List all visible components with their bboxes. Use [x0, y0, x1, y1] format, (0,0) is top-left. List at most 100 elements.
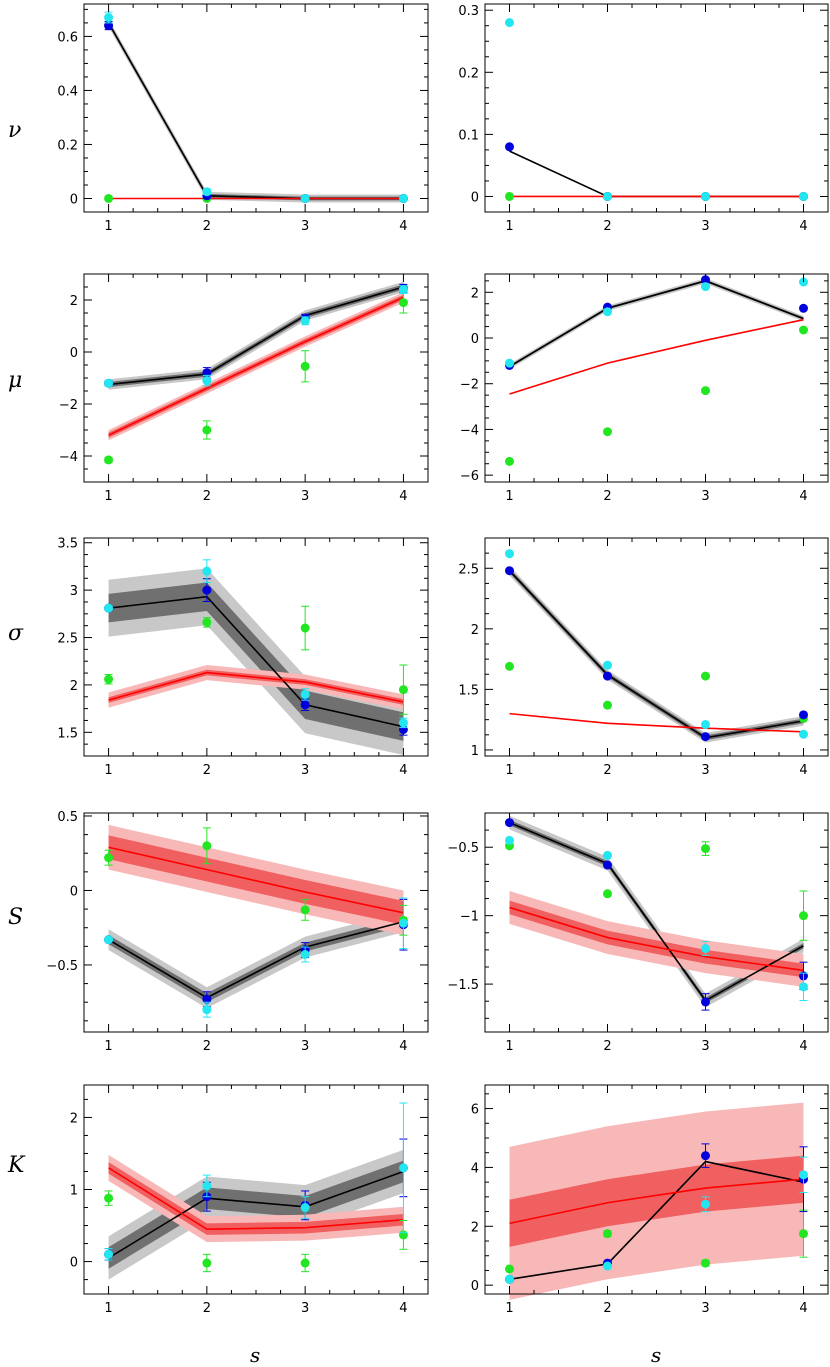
- panel-skewness-right-black-line: [509, 821, 804, 1002]
- panel-skewness-right-blue-point-3: [701, 997, 710, 1007]
- panel-sigma-right-green-point-3: [701, 671, 710, 681]
- panel-skewness-left-black-band-inner: [108, 917, 404, 1003]
- panel-nu-left-ytick-label-0: 0: [70, 192, 78, 207]
- panel-mu-right-ytick-label-4: 2: [471, 286, 479, 301]
- panel-kurtosis-right-green-point-1: [505, 1264, 514, 1274]
- panel-sigma-left-ytick-label-3: 3: [70, 584, 78, 599]
- panel-kurtosis-left-ytick-label-2: 2: [70, 1111, 78, 1126]
- panel-kurtosis-right-ytick-label-1: 2: [471, 1220, 479, 1235]
- panel-nu-left-cyan-point-4: [398, 193, 408, 203]
- panel-skewness-left-cyan-point-1: [104, 935, 114, 945]
- panel-nu-right-cyan-point-3: [701, 191, 710, 201]
- panel-sigma-right-xtick-label-4: 4: [799, 763, 807, 778]
- panel-sigma-right-black-band-inner: [509, 568, 804, 741]
- panel-mu-right-ytick-label-2: −2: [460, 378, 479, 393]
- panel-kurtosis-right-cyan-point-4: [799, 1170, 808, 1180]
- panel-mu-right-xtick-label-1: 1: [505, 489, 513, 504]
- panel-mu-left-green-point-2: [202, 425, 212, 435]
- panel-nu-left-black-band-inner: [108, 21, 404, 201]
- panel-skewness-left-blue-point-2: [202, 994, 212, 1004]
- panel-mu-left-ytick-label-3: 2: [70, 294, 78, 309]
- panel-mu-left-green-point-3: [300, 361, 310, 371]
- panel-mu-left-black-band-inner: [108, 284, 404, 388]
- panel-mu-right-black-band-outer: [509, 278, 804, 370]
- panel-sigma-left-red-band-inner: [108, 669, 404, 705]
- panel-kurtosis-left-green-point-2: [202, 1258, 212, 1268]
- panel-mu-left-ytick-label-1: −2: [59, 398, 78, 413]
- panel-kurtosis-left-xtick-label-1: 1: [104, 1301, 112, 1316]
- x-axis-label-right: s: [651, 1343, 661, 1367]
- panel-sigma-right-ytick-label-0: 1: [471, 744, 479, 759]
- panel-kurtosis-right-cyan-point-1: [505, 1274, 514, 1284]
- panel-skewness-right-green-point-3: [701, 844, 710, 854]
- panel-sigma-left-cyan-point-1: [104, 603, 114, 613]
- panel-mu-left-red-line: [108, 296, 404, 436]
- panel-kurtosis-left-black-band-inner: [108, 1160, 404, 1269]
- panel-skewness-left-xtick-label-2: 2: [203, 1039, 211, 1054]
- panel-sigma-right-blue-point-2: [603, 671, 612, 681]
- panel-skewness-right-cyan-point-2: [603, 850, 612, 860]
- panel-nu-left-frame: [83, 3, 429, 213]
- panel-kurtosis-left-ytick-label-1: 1: [70, 1184, 78, 1199]
- panel-sigma-left-red-line: [108, 671, 404, 703]
- panel-nu-right-cyan-point-4: [799, 191, 808, 201]
- panel-kurtosis-right-xtick-label-1: 1: [505, 1301, 513, 1316]
- panel-kurtosis-left-red-line: [108, 1167, 404, 1230]
- panel-mu-right-blue-point-4: [799, 303, 808, 313]
- panel-sigma-right-xtick-label-1: 1: [505, 763, 513, 778]
- panel-skewness-left-green-point-2: [202, 841, 212, 851]
- panel-kurtosis-left-ytick-label-0: 0: [70, 1256, 78, 1271]
- panel-sigma-left-green-point-3: [300, 623, 310, 633]
- panel-mu-left-green-point-4: [398, 298, 408, 308]
- panel-nu-right-xtick-label-2: 2: [603, 219, 611, 234]
- panel-nu-left-green-point-1: [104, 193, 114, 203]
- panel-sigma-left-black-band-inner: [108, 582, 404, 741]
- panel-nu-right-cyan-point-1: [505, 18, 514, 28]
- panel-skewness-left-xtick-label-1: 1: [104, 1039, 112, 1054]
- panel-mu-right-red-line: [509, 318, 804, 395]
- panel-sigma-left-blue-point-3: [300, 700, 310, 710]
- panel-kurtosis-right-ytick-label-0: 0: [471, 1279, 479, 1294]
- panel-skewness-right-xtick-label-2: 2: [603, 1039, 611, 1054]
- panel-mu-right-xtick-label-4: 4: [799, 489, 807, 504]
- panel-skewness-left-ytick-label-1: 0: [70, 884, 78, 899]
- panel-mu-right-green-point-3: [701, 386, 710, 396]
- panel-nu-left-xtick-label-3: 3: [301, 219, 309, 234]
- panel-mu-right-green-point-2: [603, 427, 612, 437]
- panel-mu-left-red-band-inner: [108, 294, 404, 438]
- panel-skewness-left-red-line: [108, 846, 404, 914]
- panel-sigma-right-ytick-label-1: 1.5: [458, 683, 479, 698]
- panel-nu-left-xtick-label-1: 1: [104, 219, 112, 234]
- panel-sigma-right-cyan-point-2: [603, 660, 612, 670]
- panel-mu-left-green-point-1: [104, 455, 114, 465]
- panel-mu-right-cyan-point-2: [603, 307, 612, 317]
- panel-sigma-right-ytick-label-3: 2.5: [458, 562, 479, 577]
- panel-sigma-right-blue-point-3: [701, 732, 710, 742]
- panel-mu-left-xtick-label-4: 4: [399, 489, 407, 504]
- panel-kurtosis-right-green-point-3: [701, 1258, 710, 1268]
- panel-mu-right-cyan-point-3: [701, 282, 710, 292]
- x-axis-label-left: s: [250, 1343, 260, 1367]
- panel-skewness-left-xtick-label-4: 4: [399, 1039, 407, 1054]
- panel-sigma-left-cyan-point-2: [202, 566, 212, 576]
- panel-nu-left-cyan-point-2: [202, 187, 212, 197]
- panel-skewness-right-ytick-label-0: −1.5: [447, 978, 479, 993]
- panel-sigma-left-cyan-point-3: [300, 689, 310, 699]
- panel-kurtosis-left-cyan-point-2: [202, 1181, 212, 1191]
- panel-kurtosis-left-green-point-1: [104, 1193, 114, 1203]
- panel-mu-left-xtick-label-3: 3: [301, 489, 309, 504]
- panel-sigma-right-cyan-point-1: [505, 549, 514, 559]
- panel-skewness-right-xtick-label-1: 1: [505, 1039, 513, 1054]
- panel-mu-left-black-line: [108, 286, 404, 386]
- panel-kurtosis-left-green-point-3: [300, 1258, 310, 1268]
- panel-nu-left-xtick-label-4: 4: [399, 219, 407, 234]
- panel-nu-right-blue-point-1: [505, 142, 514, 152]
- panel-sigma-left-green-point-1: [104, 674, 114, 684]
- panel-kurtosis-left-cyan-point-4: [398, 1163, 408, 1173]
- panel-mu-left-ytick-label-0: −4: [59, 450, 78, 465]
- panel-sigma-right-blue-point-4: [799, 710, 808, 720]
